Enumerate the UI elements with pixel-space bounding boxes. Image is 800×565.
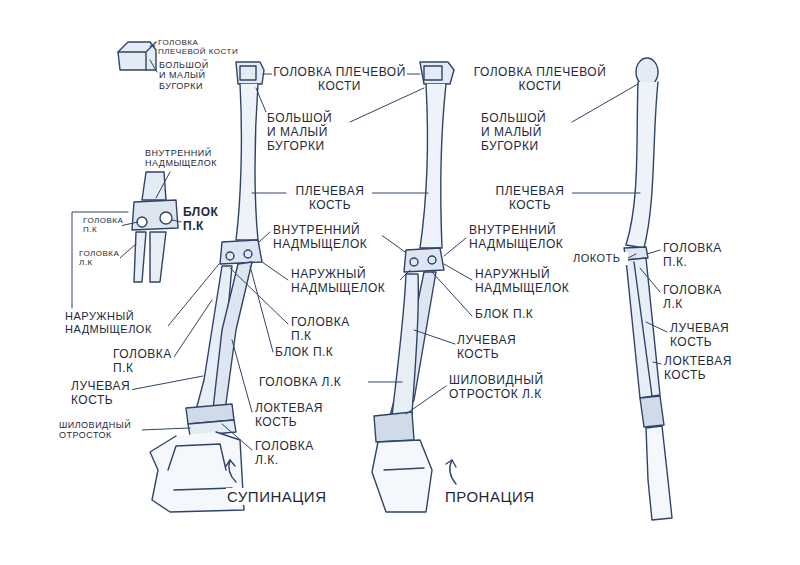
part-label: ГОЛОВКА ПЛЕЧЕВОЙ КОСТИ: [470, 66, 610, 94]
part-label: БОЛЬШОЙ И МАЛЫЙ БУГОРКИ: [266, 112, 340, 153]
part-label: БОЛЬШОЙ И МАЛЫЙ БУГОРКИ: [480, 112, 554, 153]
part-label: ГОЛОВКА П.К.: [662, 242, 732, 270]
part-label: ГОЛОВКА Л.К: [78, 249, 120, 267]
part-label: ЛОКТЕВАЯ КОСТЬ: [254, 402, 342, 430]
part-label: ВНУТРЕННИЙ НАДМЫЩЕЛОК: [272, 224, 382, 252]
part-label: ГОЛОВКА П.К: [82, 216, 122, 234]
part-label: ВНУТРЕННИЙ НАДМЫЩЕЛОК: [144, 148, 234, 169]
part-label: ЛОКТЕВАЯ КОСТЬ: [663, 355, 753, 383]
part-label: ГОЛОВКА П.К: [112, 348, 174, 376]
part-label: ЛУЧЕВАЯ КОСТЬ: [70, 380, 132, 408]
part-label: НАРУЖНЫЙ НАДМЫЩЕЛОК: [64, 310, 168, 335]
part-label: БЛОК П.К: [274, 346, 364, 360]
part-label: БОЛЬШОЙ И МАЛЫЙ БУГОРКИ: [158, 60, 208, 91]
part-label: БЛОК П.К: [474, 308, 564, 322]
part-label: БЛОК П.К: [182, 206, 226, 234]
part-label: ГОЛОВКА П.К: [290, 316, 362, 344]
part-label: ВНУТРЕННИЙ НАДМЫЩЕЛОК: [468, 224, 576, 252]
part-label: ГОЛОВКА Л.К.: [254, 440, 326, 468]
part-label: ЛУЧЕВАЯ КОСТЬ: [456, 334, 531, 362]
inset-humerus-head: [118, 42, 156, 70]
part-label: ЛОКОТЬ: [572, 252, 628, 265]
part-label: ЛУЧЕВАЯ КОСТЬ: [669, 322, 745, 350]
part-label: ПЛЕЧЕВАЯ КОСТЬ: [488, 185, 572, 213]
inset-elbow: [132, 172, 178, 282]
part-label: ШИЛОВИДНЫЙ ОТРОСТОК: [58, 420, 142, 441]
part-label: ГОЛОВКА ПЛЕЧЕВОЙ КОСТИ: [272, 66, 407, 94]
part-label: НАРУЖНЫЙ НАДМЫЩЕЛОК: [474, 268, 586, 296]
part-label: ПЛЕЧЕВАЯ КОСТЬ: [288, 185, 372, 213]
part-label: НАРУЖНЫЙ НАДМЫЩЕЛОК: [290, 268, 400, 296]
part-label: ГОЛОВКА ПЛЕЧЕВОЙ КОСТИ: [157, 38, 245, 56]
part-label: ГОЛОВКА Л.К: [662, 284, 732, 312]
supination-arm: [150, 62, 264, 512]
part-label: СУПИНАЦИЯ: [226, 488, 366, 505]
part-label: ГОЛОВКА Л.К: [258, 376, 368, 390]
leader-lines: [72, 46, 667, 450]
part-label: ПРОНАЦИЯ: [444, 488, 574, 505]
part-label: ШИЛОВИДНЫЙ ОТРОСТОК Л.К: [448, 374, 570, 402]
